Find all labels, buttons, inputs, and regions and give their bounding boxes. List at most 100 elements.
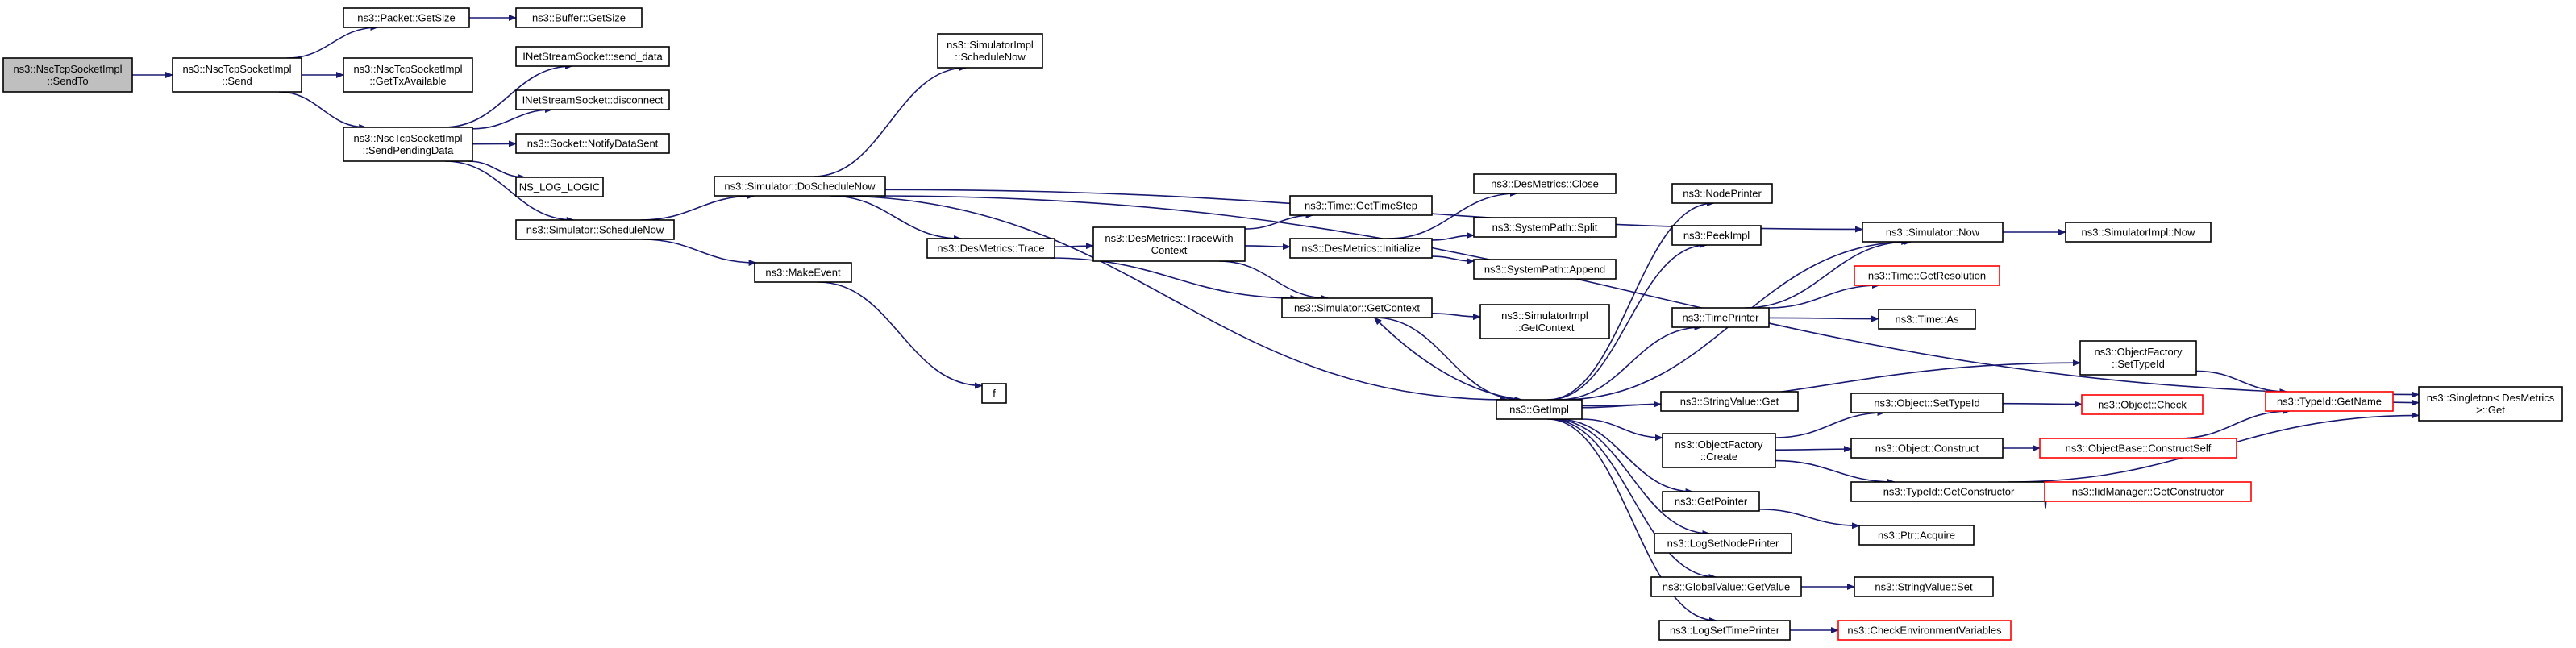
node-sim_getcontext[interactable]: ns3::Simulator::GetContext bbox=[1281, 297, 1433, 318]
node-sim_now[interactable]: ns3::Simulator::Now bbox=[1862, 222, 2004, 243]
node-buffer_getsize[interactable]: ns3::Buffer::GetSize bbox=[515, 7, 643, 28]
node-desmetrics_initialize[interactable]: ns3::DesMetrics::Initialize bbox=[1289, 238, 1433, 259]
node-time_gettimestep[interactable]: ns3::Time::GetTimeStep bbox=[1289, 195, 1433, 216]
node-notifydatasent[interactable]: ns3::Socket::NotifyDataSent bbox=[515, 133, 670, 154]
node-label-time_as-0: ns3::Time::As bbox=[1896, 314, 1959, 326]
node-box-object_check bbox=[2081, 394, 2204, 415]
node-object_settypeid[interactable]: ns3::Object::SetTypeId bbox=[1850, 393, 2004, 413]
node-object_construct[interactable]: ns3::Object::Construct bbox=[1850, 438, 2004, 459]
node-systempath_append[interactable]: ns3::SystemPath::Append bbox=[1473, 259, 1617, 280]
edge-tracewithcontext-to-desmetrics_initialize bbox=[1244, 243, 1291, 251]
edge-timeprinter-to-time_getresolution bbox=[1768, 282, 1880, 309]
node-box-sim_schedulenow bbox=[515, 219, 675, 240]
node-label-singleton_get-0: ns3::Singleton< DesMetrics bbox=[2427, 392, 2555, 404]
edge-makeevent-to-f bbox=[818, 281, 983, 389]
node-getimpl[interactable]: ns3::GetImpl bbox=[1496, 399, 1583, 420]
edge-sim_schedulenow-to-doschedulenow bbox=[640, 193, 755, 221]
edge-desmetrics_initialize-to-systempath_append bbox=[1431, 255, 1475, 264]
node-timeprinter[interactable]: ns3::TimePrinter bbox=[1671, 307, 1770, 328]
node-label-packet_getsize-0: ns3::Packet::GetSize bbox=[357, 12, 455, 24]
node-ns_log_logic[interactable]: NS_LOG_LOGIC bbox=[515, 177, 604, 197]
node-stringvalue_get[interactable]: ns3::StringValue::Get bbox=[1660, 391, 1799, 412]
node-nodeprinter[interactable]: ns3::NodePrinter bbox=[1671, 183, 1773, 204]
node-label-time_getresolution-0: ns3::Time::GetResolution bbox=[1868, 270, 1986, 282]
node-sendpendingdata[interactable]: ns3::NscTcpSocketImpl::SendPendingData bbox=[343, 127, 473, 162]
node-box-stringvalue_set bbox=[1854, 576, 1994, 597]
node-label-typeid_getconstructor-0: ns3::TypeId::GetConstructor bbox=[1883, 486, 2015, 498]
node-time_as[interactable]: ns3::Time::As bbox=[1878, 309, 1976, 330]
node-box-typeid_getconstructor bbox=[1850, 481, 2047, 502]
node-typeid_getconstructor[interactable]: ns3::TypeId::GetConstructor bbox=[1850, 481, 2047, 502]
node-f[interactable]: f bbox=[981, 383, 1007, 404]
node-label-f-0: f bbox=[993, 388, 996, 400]
node-box-desmetrics_trace bbox=[926, 238, 1055, 259]
node-label-simimpl_now-0: ns3::SimulatorImpl::Now bbox=[2082, 226, 2195, 239]
node-box-object_construct bbox=[1850, 438, 2004, 459]
node-objectfactory_settypeid[interactable]: ns3::ObjectFactory::SetTypeId bbox=[2079, 340, 2197, 376]
node-label-tracewithcontext-0: ns3::DesMetrics::TraceWith bbox=[1105, 232, 1233, 244]
node-logsetnodeprinter[interactable]: ns3::LogSetNodePrinter bbox=[1654, 533, 1792, 554]
node-typeid_getname[interactable]: ns3::TypeId::GetName bbox=[2265, 391, 2394, 412]
node-systempath_split[interactable]: ns3::SystemPath::Split bbox=[1473, 217, 1617, 238]
node-label-nodeprinter-0: ns3::NodePrinter bbox=[1683, 188, 1762, 200]
node-box-checkenvvars bbox=[1837, 620, 2012, 641]
node-label-object_construct-0: ns3::Object::Construct bbox=[1875, 442, 1979, 455]
node-makeevent[interactable]: ns3::MakeEvent bbox=[754, 262, 852, 283]
edge-getimpl-to-peekimpl bbox=[1549, 242, 1708, 401]
node-globalvalue_getvalue[interactable]: ns3::GlobalValue::GetValue bbox=[1650, 576, 1802, 597]
edge-getimpl-to-objectfactory_create bbox=[1581, 418, 1663, 441]
node-box-f bbox=[981, 383, 1007, 404]
node-objectbase_constructself[interactable]: ns3::ObjectBase::ConstructSelf bbox=[2039, 438, 2237, 459]
edge-sendpendingdata-to-sim_schedulenow bbox=[444, 160, 575, 223]
node-time_getresolution[interactable]: ns3::Time::GetResolution bbox=[1854, 265, 2000, 286]
edge-desmetrics_trace-to-tracewithcontext bbox=[1054, 243, 1094, 250]
edge-doschedulenow-to-getimpl bbox=[831, 195, 1509, 403]
node-label-ns_log_logic-0: NS_LOG_LOGIC bbox=[519, 181, 600, 193]
node-label-iidmanager_getconstructor-0: ns3::IidManager::GetConstructor bbox=[2072, 486, 2224, 498]
node-label-checkenvvars-0: ns3::CheckEnvironmentVariables bbox=[1847, 625, 2002, 637]
node-gettxavailable[interactable]: ns3::NscTcpSocketImpl::GetTxAvailable bbox=[343, 57, 473, 93]
node-desmetrics_close[interactable]: ns3::DesMetrics::Close bbox=[1473, 173, 1617, 194]
node-object_check[interactable]: ns3::Object::Check bbox=[2081, 394, 2204, 415]
node-send[interactable]: ns3::NscTcpSocketImpl::Send bbox=[172, 57, 302, 93]
edge-desmetrics_trace-to-sim_getcontext bbox=[1050, 257, 1299, 301]
node-peekimpl[interactable]: ns3::PeekImpl bbox=[1671, 225, 1762, 246]
node-objectfactory_create[interactable]: ns3::ObjectFactory::Create bbox=[1662, 433, 1776, 468]
node-iidmanager_getconstructor[interactable]: ns3::IidManager::GetConstructor bbox=[2044, 481, 2252, 502]
node-box-send_data bbox=[515, 46, 670, 67]
node-packet_getsize[interactable]: ns3::Packet::GetSize bbox=[343, 7, 470, 28]
node-box-object_settypeid bbox=[1850, 393, 2004, 413]
node-simimpl_getcontext[interactable]: ns3::SimulatorImpl::GetContext bbox=[1479, 304, 1610, 339]
node-label-tracewithcontext-1: Context bbox=[1151, 244, 1188, 256]
node-simimpl_now[interactable]: ns3::SimulatorImpl::Now bbox=[2065, 222, 2212, 243]
node-box-send bbox=[172, 57, 302, 93]
node-label-buffer_getsize-0: ns3::Buffer::GetSize bbox=[532, 12, 626, 24]
node-label-singleton_get-1: >::Get bbox=[2476, 404, 2505, 416]
node-checkenvvars[interactable]: ns3::CheckEnvironmentVariables bbox=[1837, 620, 2012, 641]
node-logsettimeprinter[interactable]: ns3::LogSetTimePrinter bbox=[1658, 620, 1791, 641]
edge-sendpendingdata-to-ns_log_logic bbox=[468, 160, 526, 181]
node-singleton_get[interactable]: ns3::Singleton< DesMetrics >::Get bbox=[2418, 386, 2563, 422]
node-label-logsetnodeprinter-0: ns3::LogSetNodePrinter bbox=[1667, 538, 1779, 550]
node-stringvalue_set[interactable]: ns3::StringValue::Set bbox=[1854, 576, 1994, 597]
edge-object_settypeid-to-object_check bbox=[2002, 401, 2083, 408]
edge-sendpendingdata-to-disconnect bbox=[472, 106, 554, 130]
node-desmetrics_trace[interactable]: ns3::DesMetrics::Trace bbox=[926, 238, 1055, 259]
node-sim_schedulenow[interactable]: ns3::Simulator::ScheduleNow bbox=[515, 219, 675, 240]
node-simimpl_schedulenow[interactable]: ns3::SimulatorImpl::ScheduleNow bbox=[937, 33, 1043, 69]
node-box-getimpl bbox=[1496, 399, 1583, 420]
node-doschedulenow[interactable]: ns3::Simulator::DoScheduleNow bbox=[714, 176, 886, 197]
node-box-typeid_getname bbox=[2265, 391, 2394, 412]
node-box-timeprinter bbox=[1671, 307, 1770, 328]
node-disconnect[interactable]: INetStreamSocket::disconnect bbox=[515, 89, 670, 110]
node-box-packet_getsize bbox=[343, 7, 470, 28]
node-label-objectfactory_create-0: ns3::ObjectFactory bbox=[1675, 438, 1763, 451]
node-send_data[interactable]: INetStreamSocket::send_data bbox=[515, 46, 670, 67]
node-sendto[interactable]: ns3::NscTcpSocketImpl::SendTo bbox=[2, 57, 133, 93]
edge-doschedulenow-to-singleton_get bbox=[875, 195, 2420, 398]
edge-getimpl-to-logsetnodeprinter bbox=[1552, 418, 1711, 537]
node-label-ptr_acquire-0: ns3::Ptr::Acquire bbox=[1878, 530, 1955, 542]
node-ptr_acquire[interactable]: ns3::Ptr::Acquire bbox=[1858, 525, 1975, 546]
node-getpointer[interactable]: ns3::GetPointer bbox=[1662, 491, 1760, 512]
